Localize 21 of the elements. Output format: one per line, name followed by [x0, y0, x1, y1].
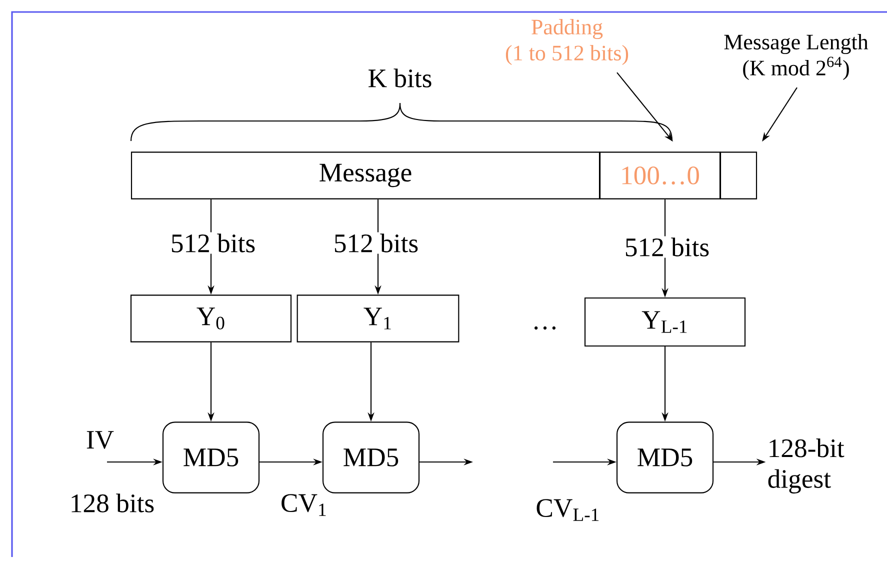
ellipsis-text: …	[534, 326, 556, 330]
edge-label: 512 bits	[623, 236, 711, 258]
block-box: Message	[130, 152, 600, 200]
block-box: Y$_{L-1}$	[584, 297, 746, 347]
output-text: 128-bit digest	[768, 438, 844, 494]
edge-label: 512 bits	[169, 232, 257, 254]
block-box: 100…0	[599, 152, 721, 200]
callout-text: Message Length (K mod 2$^{64}$)	[724, 34, 868, 80]
input-label: IV	[86, 431, 114, 449]
input-label: 128 bits	[72, 494, 154, 512]
block-box: Y$_{0}$	[130, 294, 292, 342]
bracket-label: K bits	[368, 68, 432, 88]
edge-label: 512 bits	[332, 232, 420, 254]
process-box: MD5	[322, 422, 420, 494]
callout-text: Padding (1 to 512 bits)	[506, 19, 628, 65]
process-box: MD5	[162, 422, 260, 494]
block-box: Y$_{1}$	[296, 294, 460, 342]
length-box	[720, 152, 758, 200]
edge-label: CV$_{1}$	[279, 492, 329, 518]
process-box: MD5	[616, 422, 714, 494]
edge-label: CV$_{L-1}$	[534, 498, 602, 522]
